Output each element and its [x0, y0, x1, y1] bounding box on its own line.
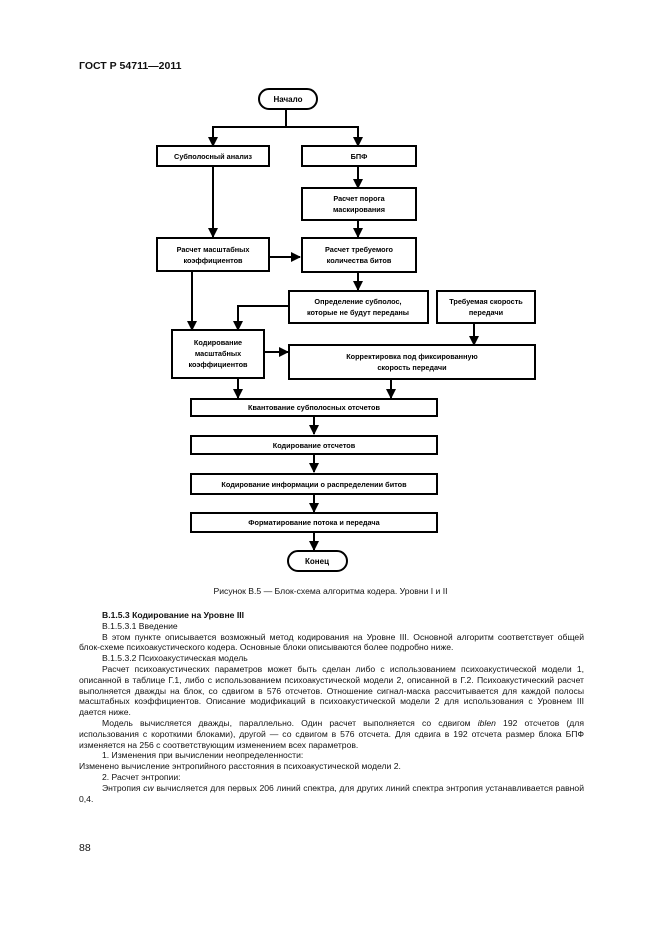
scale-factors-coding-box: Кодирование масштабных коэффициентов: [171, 329, 265, 379]
paragraph-2-part-b: 192 отсчетов (для использования с коротк…: [79, 717, 584, 750]
subsection-1-text: В этом пункте описывается возможный мето…: [79, 631, 584, 653]
subbands-not-sent-line-2: которые не будут переданы: [307, 308, 409, 317]
formatting-label: Форматирование потока и передача: [248, 518, 380, 527]
scale-factors-coding-line-2: масштабных: [195, 349, 241, 358]
item-2-part-b: вычисляется для первых 206 линий спектра…: [79, 782, 584, 804]
figure-caption: Рисунок В.5 — Блок-схема алгоритма кодер…: [213, 586, 448, 596]
sample-coding-label: Кодирование отсчетов: [273, 441, 356, 450]
cw-term: cw: [143, 782, 154, 793]
quantization-label: Квантование субполосных отсчетов: [248, 403, 380, 412]
fft-label: БПФ: [351, 152, 368, 161]
scale-factors-calc-line-2: коэффициентов: [183, 256, 243, 265]
fixed-rate-correction-line-2: скорость передачи: [377, 363, 446, 372]
flowchart-connectors: [187, 110, 479, 551]
quantization-box: Квантование субполосных отсчетов: [190, 398, 438, 417]
subbands-not-sent-box: Определение субполос, которые не будут п…: [288, 290, 429, 324]
required-rate-box: Требуемая скорость передачи: [436, 290, 536, 324]
end-label: Конец: [305, 557, 329, 566]
subsection-2-title: В.1.5.3.2 Психоакустическая модель: [102, 653, 248, 664]
scale-factors-calc-box: Расчет масштабных коэффициентов: [156, 237, 270, 272]
list-item-2-text: Энтропия cw вычисляется для первых 206 л…: [79, 783, 584, 805]
iblen-term: iblen: [477, 717, 496, 728]
subsection-1-title: В.1.5.3.1 Введение: [102, 620, 178, 631]
list-item-1: 1. Изменения при вычислении неопределенн…: [102, 750, 304, 761]
fixed-rate-correction-box: Корректировка под фиксированную скорость…: [288, 344, 536, 380]
required-rate-line-1: Требуемая скорость: [449, 297, 523, 306]
required-bits-line-1: Расчет требуемого: [325, 245, 394, 254]
body-text: В.1.5.3 Кодирование на Уровне III В.1.5.…: [79, 610, 584, 804]
masking-threshold-line-1: Расчет порога: [333, 194, 385, 203]
bit-allocation-coding-box: Кодирование информации о распределении б…: [190, 473, 438, 495]
list-item-1-text: Изменено вычисление энтропийного расстоя…: [79, 761, 401, 772]
masking-threshold-line-2: маскирования: [333, 205, 385, 214]
subbands-not-sent-line-1: Определение субполос,: [314, 297, 401, 306]
subsection-2-paragraph-2: Модель вычисляется дважды, параллельно. …: [79, 718, 584, 750]
subband-analysis-label: Субполосный анализ: [174, 152, 252, 161]
list-item-2: 2. Расчет энтропии:: [102, 771, 181, 782]
sample-coding-box: Кодирование отсчетов: [190, 435, 438, 455]
required-rate-line-2: передачи: [469, 308, 503, 317]
masking-threshold-box: Расчет порога маскирования: [301, 187, 417, 221]
start-node: Начало: [258, 88, 318, 110]
item-2-part-a: Энтропия: [102, 782, 144, 793]
scale-factors-coding-line-3: коэффициентов: [188, 360, 248, 369]
formatting-box: Форматирование потока и передача: [190, 512, 438, 533]
start-label: Начало: [274, 95, 303, 104]
scale-factors-calc-line-1: Расчет масштабных: [177, 245, 250, 254]
scale-factors-coding-line-1: Кодирование: [194, 338, 242, 347]
subsection-2-paragraph-1: Расчет психоакустических параметров може…: [79, 663, 584, 718]
end-node: Конец: [287, 550, 348, 572]
required-bits-line-2: количества битов: [327, 256, 392, 265]
subband-analysis-box: Субполосный анализ: [156, 145, 270, 167]
bit-allocation-coding-label: Кодирование информации о распределении б…: [221, 480, 407, 489]
fft-box: БПФ: [301, 145, 417, 167]
paragraph-2-part-a: Модель вычисляется дважды, параллельно. …: [102, 717, 478, 728]
encoder-flowchart: Начало Субполосный анализ БПФ Расчет пор…: [156, 88, 536, 572]
required-bits-box: Расчет требуемого количества битов: [301, 237, 417, 273]
page-number: 88: [79, 842, 91, 854]
document-header: ГОСТ Р 54711—2011: [79, 60, 182, 72]
section-heading: В.1.5.3 Кодирование на Уровне III: [102, 610, 244, 620]
fixed-rate-correction-line-1: Корректировка под фиксированную: [346, 352, 478, 361]
